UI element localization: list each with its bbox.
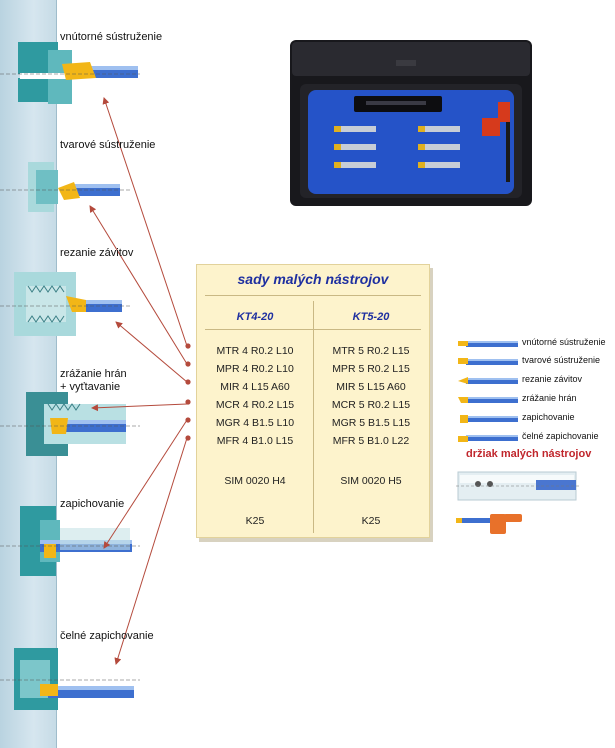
legend-tool-icon <box>458 377 518 384</box>
operations-illustration <box>0 42 140 710</box>
legend-item: rezanie závitov <box>458 374 608 386</box>
tool-holder-image <box>456 471 580 501</box>
legend-item: čelné zapichovanie <box>458 431 608 443</box>
grade-code: K25 <box>245 515 265 527</box>
legend-tool-icon <box>458 341 518 347</box>
op3-illustration <box>0 272 130 336</box>
legend-item: zrážanie hrán <box>458 393 608 405</box>
table-row: MIR 4 L15 A60 <box>220 381 290 393</box>
holder-code: SIM 0020 H4 <box>224 475 286 487</box>
op5-illustration <box>0 506 140 576</box>
table-row: MFR 5 B1.0 L22 <box>332 435 410 447</box>
table-row: MTR 5 R0.2 L15 <box>332 345 410 357</box>
table-row: MPR 4 R0.2 L10 <box>216 363 294 375</box>
arrow-to-op3 <box>115 321 188 383</box>
arrow-to-op4 <box>91 403 188 412</box>
op1-illustration <box>0 42 140 104</box>
legend-item: zapichovanie <box>458 412 608 424</box>
op-label-grooving: zapichovanie <box>60 498 125 510</box>
table-row: MCR 5 R0.2 L15 <box>331 399 411 411</box>
op-label-face-grooving: čelné zapichovanie <box>60 630 154 642</box>
table-row: MPR 5 R0.2 L15 <box>332 363 410 375</box>
legend-label: čelné zapichovanie <box>522 431 599 441</box>
table-row: MTR 4 R0.2 L10 <box>216 345 294 357</box>
grade-code: K25 <box>361 515 381 527</box>
legend-tool-icon <box>458 397 518 403</box>
op2-illustration <box>0 162 130 212</box>
op6-illustration <box>0 648 140 710</box>
legend-label: rezanie závitov <box>522 374 583 384</box>
table-row: MFR 4 B1.0 L15 <box>216 435 294 447</box>
table-title: sady malých nástrojov <box>237 271 389 287</box>
tool-set-table: sady malých nástrojov KT4-20 MTR 4 R0.2 … <box>196 264 430 538</box>
legend-item: vnútorné sústruženie <box>458 337 608 349</box>
holder-title: držiak malých nástrojov <box>466 448 592 460</box>
legend-tool-icon <box>460 415 518 423</box>
legend-label: tvarové sústruženie <box>522 355 601 365</box>
table-row: MGR 4 B1.5 L10 <box>215 417 295 429</box>
legend-item: tvarové sústruženie <box>458 355 608 367</box>
legend-tool-icon <box>458 435 518 442</box>
machine-spindle-wall <box>0 0 57 748</box>
op-label-profile-turning: tvarové sústruženie <box>60 139 156 151</box>
op4-illustration <box>0 392 140 456</box>
legend-label: zapichovanie <box>522 412 575 422</box>
arrow-to-op5 <box>103 419 188 549</box>
table-row: MCR 4 R0.2 L15 <box>215 399 295 411</box>
arrow-to-op2 <box>89 205 188 365</box>
legend-label: zrážanie hrán <box>522 393 577 403</box>
tool-with-key-image <box>456 514 522 534</box>
op-label-chamfering: zrážanie hrán + vyťtavanie <box>60 368 127 393</box>
legend-tool-icon <box>458 358 518 365</box>
op-label-thread-cutting: rezanie závitov <box>60 247 134 259</box>
op-label-internal-turning: vnútorné sústruženie <box>60 31 163 43</box>
pointer-arrows <box>89 97 191 665</box>
tool-set-case-image <box>290 40 532 206</box>
table-row: MIR 5 L15 A60 <box>336 381 406 393</box>
column-header: KT4-20 <box>236 311 274 323</box>
column-header: KT5-20 <box>352 311 390 323</box>
arrow-to-op6 <box>114 437 188 665</box>
holder-code: SIM 0020 H5 <box>340 475 402 487</box>
column-divider <box>313 301 314 533</box>
legend-label: vnútorné sústruženie <box>522 337 606 347</box>
table-row: MGR 5 B1.5 L15 <box>331 417 411 429</box>
arrow-to-op1 <box>102 97 188 347</box>
